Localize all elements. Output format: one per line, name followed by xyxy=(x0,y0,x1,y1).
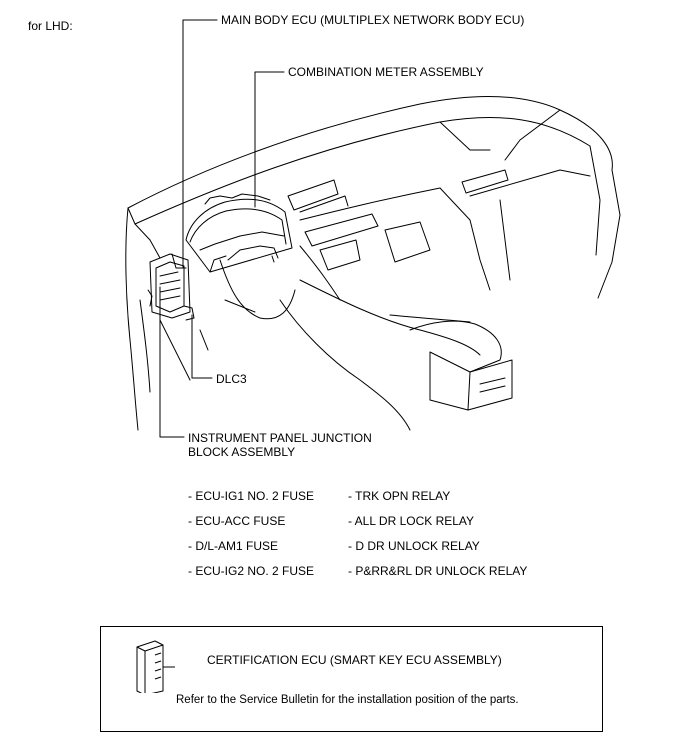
combination-meter-shape xyxy=(185,193,293,273)
legend-component-label: CERTIFICATION ECU (SMART KEY ECU ASSEMBL… xyxy=(207,653,502,667)
callout-dlc3: DLC3 xyxy=(216,372,247,386)
leader-dlc3 xyxy=(191,314,213,379)
variant-label: for LHD: xyxy=(28,19,73,33)
legend-note: Refer to the Service Bulletin for the in… xyxy=(176,694,519,706)
fuse-item: ECU-ACC FUSE xyxy=(188,514,285,528)
relay-item: ALL DR LOCK RELAY xyxy=(348,514,474,528)
leader-main-body-ecu xyxy=(182,19,218,269)
callout-combination-meter: COMBINATION METER ASSEMBLY xyxy=(288,65,484,79)
leader-combination-meter xyxy=(254,71,285,208)
callout-junction-block-line1: INSTRUMENT PANEL JUNCTION xyxy=(188,431,372,445)
fuse-item: D/L-AM1 FUSE xyxy=(188,539,278,553)
leader-lines xyxy=(159,19,285,438)
dashboard-outline xyxy=(125,95,621,431)
junction-block-shape xyxy=(147,253,195,321)
certification-ecu-icon xyxy=(136,640,175,693)
callout-junction-block-line2: BLOCK ASSEMBLY xyxy=(188,445,296,459)
relay-item: P&RR&RL DR UNLOCK RELAY xyxy=(348,564,527,578)
relay-item: TRK OPN RELAY xyxy=(348,489,450,503)
callout-main-body-ecu: MAIN BODY ECU (MULTIPLEX NETWORK BODY EC… xyxy=(221,13,525,27)
leader-junction-block xyxy=(159,286,185,438)
fuse-item: ECU-IG1 NO. 2 FUSE xyxy=(188,489,314,503)
legend-box: CERTIFICATION ECU (SMART KEY ECU ASSEMBL… xyxy=(100,626,603,732)
relay-item: D DR UNLOCK RELAY xyxy=(348,539,479,553)
fuse-item: ECU-IG2 NO. 2 FUSE xyxy=(188,564,314,578)
